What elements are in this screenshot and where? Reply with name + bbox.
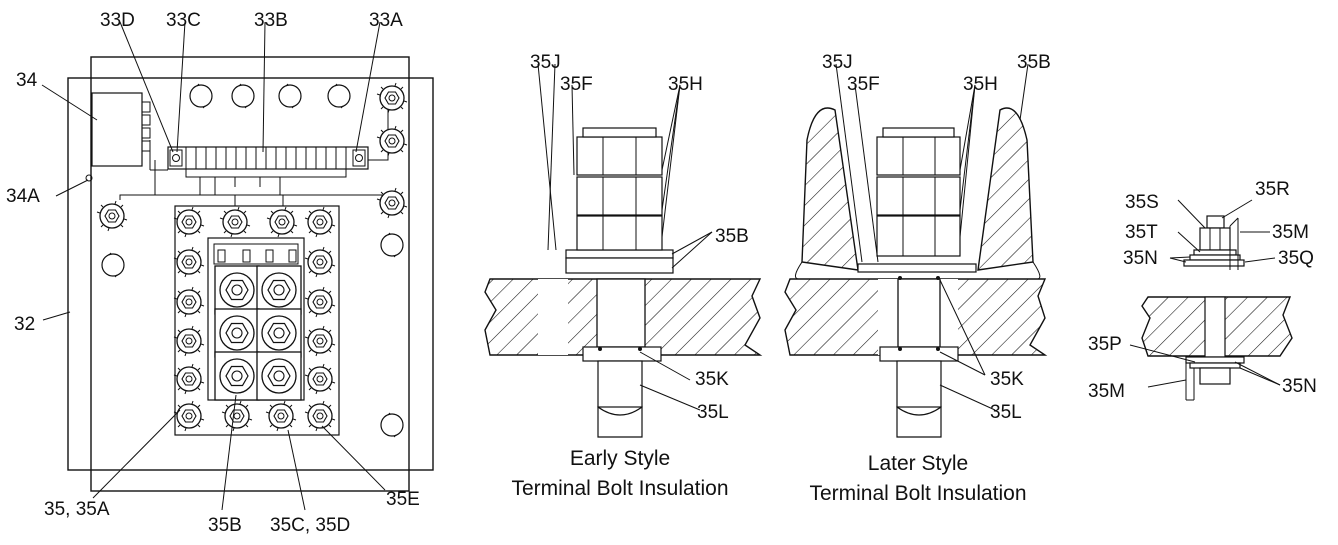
later-label-35j: 35J [822,52,853,73]
later-caption-line1: Later Style [868,452,968,475]
transformer-34 [91,92,143,167]
label-35-35a: 35, 35A [44,499,110,520]
hex-nut-stud-icon [214,265,260,315]
hex-nut-stud-icon [256,308,302,358]
hex-nut-stud-icon [214,351,260,401]
hex-nut-stud-icon [265,400,297,432]
small-label-35q: 35Q [1278,248,1314,269]
hex-nut-stud-icon [221,400,253,432]
hex-nut-stud-icon [173,325,205,357]
label-35b: 35B [208,515,242,536]
hex-nut-stud-icon [256,351,302,401]
small-label-35p: 35P [1088,334,1122,355]
label-33c: 33C [166,10,201,31]
later-label-35f: 35F [847,74,880,95]
later-style-detail: 35J 35F 35H 35B 35K 35L Later Style Term… [784,52,1051,505]
hex-nut-stud-icon [266,206,298,238]
mount-hole-icon [380,232,404,258]
inner-plate [90,56,410,492]
early-label-35h: 35H [668,74,703,95]
hex-nut-stud-icon [173,206,205,238]
hex-nut-stud-icon [256,265,302,315]
early-caption-line1: Early Style [570,447,670,470]
hex-nut-stud-icon [173,286,205,318]
mount-hole-icon [278,83,302,109]
early-label-35f: 35F [560,74,593,95]
label-33a: 33A [369,10,403,31]
label-34a: 34A [6,186,40,207]
hex-nut-stud-icon [214,308,260,358]
small-label-35m-top: 35M [1272,222,1309,243]
later-label-35l: 35L [990,402,1022,423]
label-33d: 33D [100,10,135,31]
mount-hole-icon [327,83,351,109]
small-label-35t: 35T [1125,222,1158,243]
small-label-35n-bottom: 35N [1282,376,1317,397]
early-style-detail: 35J 35F 35H 35B 35K 35L Early Style Term… [484,52,763,500]
hex-nut-stud-icon [219,206,251,238]
hex-nut-stud-icon [173,246,205,278]
hex-nut-stud-icon [376,82,408,114]
hex-nut-stud-icon [376,187,408,219]
small-label-35r: 35R [1255,179,1290,200]
mount-hole-icon [231,83,255,109]
hex-nut-stud-icon [173,363,205,395]
later-label-35h: 35H [963,74,998,95]
early-label-35l: 35L [697,402,729,423]
later-caption-line2: Terminal Bolt Insulation [809,482,1026,505]
hex-nut-stud-icon [304,246,336,278]
hex-nut-stud-icon [304,363,336,395]
terminal-strip-33b [167,146,369,170]
hex-nut-stud-icon [304,286,336,318]
hex-nut-stud-icon [304,206,336,238]
label-33b: 33B [254,10,288,31]
terminal-box-panel: 33D 33C 33B 33A 34 34A 32 35, 35A 35B 35… [6,10,434,536]
small-label-35s: 35S [1125,192,1159,213]
later-label-35b: 35B [1017,52,1051,73]
label-35e: 35E [386,489,420,510]
hex-nut-stud-icon [173,400,205,432]
early-label-35k: 35K [695,369,729,390]
stud-mount-detail: 35S 35R 35T 35M 35N 35Q 35P 35M 35N [1088,179,1317,402]
hex-nut-stud-icon [96,200,128,232]
early-label-35b: 35B [715,226,749,247]
small-label-35n-top: 35N [1123,248,1158,269]
later-label-35k: 35K [990,369,1024,390]
small-label-35m-bottom: 35M [1088,381,1125,402]
mount-hole-icon [380,412,404,438]
label-34: 34 [16,70,38,91]
hex-nut-stud-icon [376,125,408,157]
hex-nut-stud-icon [304,325,336,357]
label-32: 32 [14,314,35,335]
mount-hole-icon [101,252,125,278]
mount-hole-icon [189,83,213,109]
early-caption-line2: Terminal Bolt Insulation [511,477,728,500]
label-35c-35d: 35C, 35D [270,515,350,536]
hex-nut-stud-icon [304,400,336,432]
early-label-35j: 35J [530,52,561,73]
